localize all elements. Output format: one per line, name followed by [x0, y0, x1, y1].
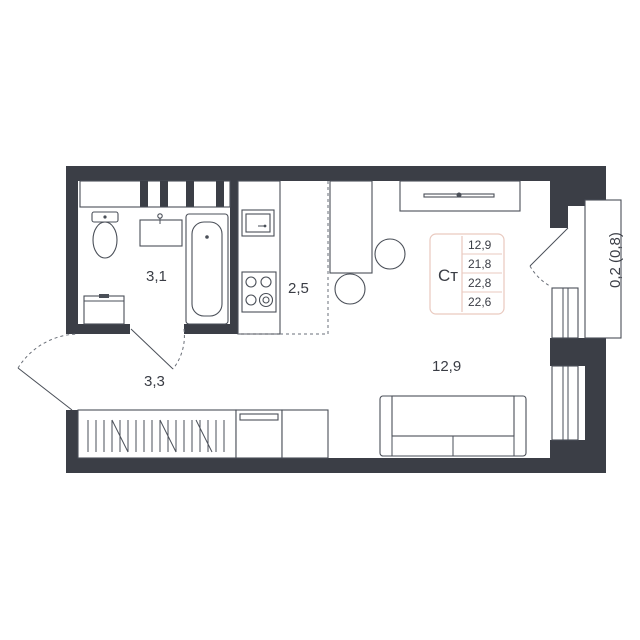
- bathroom-door: [130, 328, 185, 370]
- hall-wardrobe: [77, 409, 329, 459]
- chair-2: [334, 273, 366, 305]
- area-legend: Ст 12,9 21,8 22,8 22,6: [429, 233, 505, 315]
- kitchen-area-label: 2,5: [288, 280, 309, 297]
- bathtub-icon: [185, 213, 229, 325]
- balcony: [529, 199, 622, 339]
- entrance-door-leaf: [17, 367, 73, 411]
- living-area-label: 12,9: [432, 358, 461, 375]
- bathroom-fixtures: [83, 211, 229, 325]
- legend-value-1: 12,9: [468, 238, 492, 252]
- toilet-icon: [91, 211, 119, 259]
- balcony-door-leaf: [529, 227, 569, 267]
- window-upper: [551, 287, 579, 339]
- legend-value-4: 22,6: [468, 295, 492, 309]
- sink-icon: [139, 213, 183, 247]
- wardrobe-hatch: [87, 419, 225, 453]
- wall-right-bottom: [550, 440, 606, 473]
- door-arc: [172, 328, 185, 370]
- right-windows: [551, 287, 579, 441]
- wall-top: [66, 166, 606, 181]
- washing-machine-icon: [83, 294, 125, 325]
- shelf-post-4: [216, 181, 224, 207]
- walls: [66, 166, 606, 473]
- top-shelf-strip: [79, 180, 231, 208]
- shelf-post-1: [140, 181, 148, 207]
- wall-left-upper: [66, 166, 78, 334]
- dining-set: [329, 180, 406, 305]
- legend-type-label: Ст: [438, 266, 458, 285]
- shelf-post-3: [186, 181, 194, 207]
- bathroom-area-label: 3,1: [146, 268, 167, 285]
- hall-area-label: 3,3: [144, 373, 165, 390]
- cabinet-2: [281, 409, 329, 459]
- legend-value-2: 21,8: [468, 257, 492, 271]
- sofa-icon: [379, 395, 527, 457]
- balcony-area-label: 0,2 (0,8): [607, 232, 624, 288]
- balcony-door-arc: [529, 265, 551, 287]
- wall-right-mid: [550, 338, 586, 366]
- balcony-outline: [584, 199, 622, 339]
- wall-entry-block: [66, 410, 78, 473]
- entrance-door-arc: [17, 333, 79, 369]
- legend-value-3: 22,8: [468, 276, 492, 290]
- kitchen-fixtures: [237, 180, 329, 335]
- shelf-strip: [79, 180, 231, 208]
- window-lower: [551, 365, 579, 441]
- wall-bath-right: [230, 181, 238, 334]
- wall-bottom: [66, 458, 606, 473]
- shelf-post-2: [160, 181, 168, 207]
- entrance-door: [17, 333, 79, 411]
- wall-bath-bottom-left: [66, 324, 130, 334]
- door-leaf: [130, 328, 174, 370]
- room-labels: 3,1 3,3 2,5 12,9 0,2 (0,8): [144, 232, 624, 390]
- dining-table: [329, 180, 373, 274]
- stove-icon: [241, 271, 277, 313]
- kitchen-sink-icon: [241, 209, 275, 237]
- wall-right-top-inner: [550, 166, 568, 228]
- wall-bath-bottom-right: [184, 324, 236, 334]
- tv-unit: [399, 180, 521, 212]
- wardrobe-outline: [77, 409, 237, 459]
- chair-1: [374, 238, 406, 270]
- wall-right-lower: [585, 338, 606, 473]
